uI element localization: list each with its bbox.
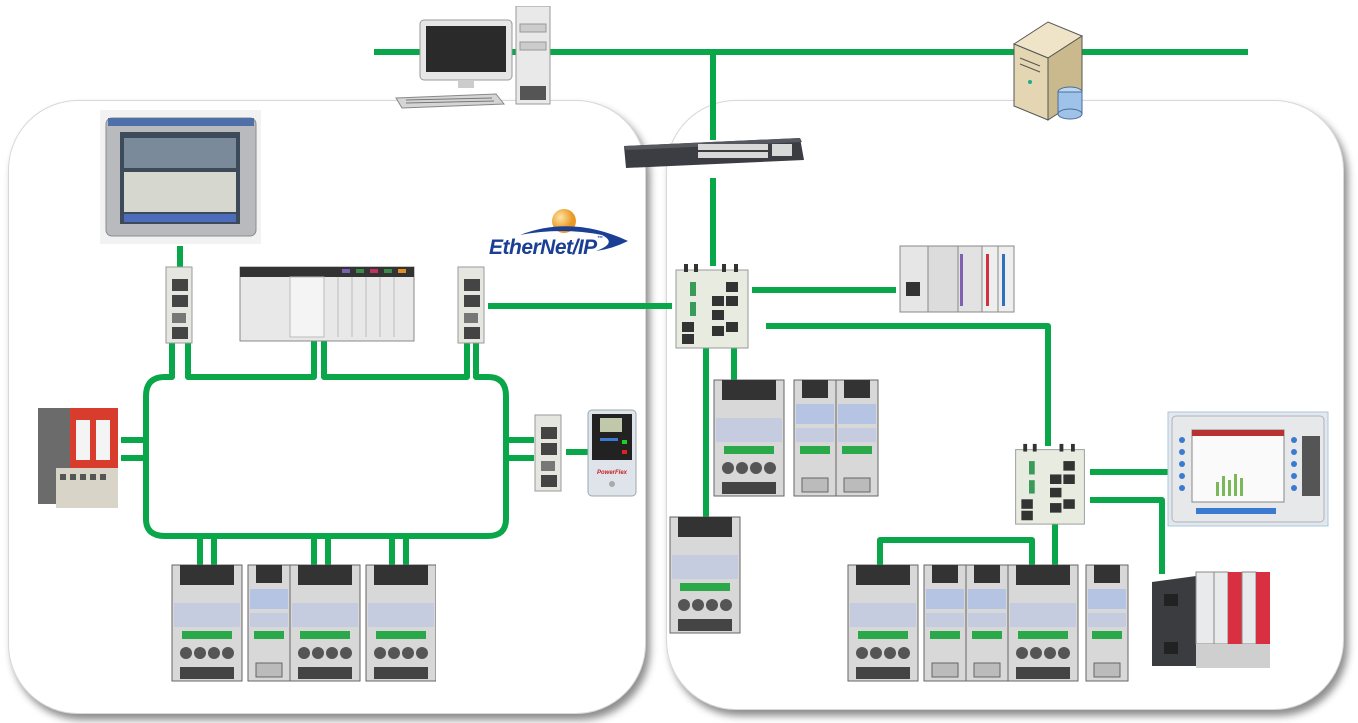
power-monitor-group-bottom-end (1085, 564, 1129, 682)
logo-text: EtherNet/IP (489, 236, 597, 259)
ethernetip-logo: EtherNet/IP™ (489, 236, 603, 260)
power-monitor-icon[interactable] (1085, 564, 1129, 682)
power-monitor-icon[interactable] (835, 379, 879, 497)
link-pm-bottom-loop (877, 537, 1035, 566)
ethernet-tap-icon[interactable] (456, 265, 486, 345)
power-monitor-icon[interactable] (669, 516, 741, 634)
logo-trademark: ™ (596, 236, 603, 242)
power-monitor-group-mid (713, 379, 879, 497)
plc-chassis-icon[interactable] (238, 265, 416, 343)
power-monitor-group-left (171, 564, 436, 682)
power-monitor-icon[interactable] (289, 564, 361, 682)
ethernet-tap-icon[interactable] (533, 413, 563, 493)
power-monitor-icon[interactable] (793, 379, 837, 497)
link-ring-inner (185, 340, 470, 380)
drive-brand-label: PowerFlex (597, 470, 628, 476)
power-monitor-icon[interactable] (171, 564, 243, 682)
desktop-computer-icon[interactable] (392, 6, 560, 110)
power-monitor-icon[interactable] (365, 564, 436, 682)
link-ring-pm (197, 536, 409, 566)
power-monitor-icon[interactable] (247, 564, 291, 682)
ethernetip-logo-orb (520, 209, 628, 251)
database-server-icon[interactable] (1008, 14, 1094, 124)
rack-switch-icon[interactable] (620, 134, 808, 174)
ethernet-tap-icon[interactable] (164, 265, 194, 345)
managed-switch-icon[interactable] (1010, 442, 1090, 526)
hmi-panel-icon[interactable] (98, 108, 263, 246)
drive-icon[interactable]: PowerFlex (586, 408, 638, 498)
link-stratix2-to-pointio (1090, 497, 1165, 574)
managed-switch-icon[interactable] (672, 262, 752, 350)
power-monitor-icon[interactable] (847, 564, 919, 682)
power-monitor-icon[interactable] (965, 564, 1009, 682)
power-monitor-icon[interactable] (1007, 564, 1079, 682)
power-monitor-icon[interactable] (713, 379, 785, 497)
power-monitor-group-single (669, 516, 741, 634)
hmi-panel-icon[interactable] (1166, 410, 1330, 528)
link-ring-tap-right (506, 437, 534, 461)
io-module-icon[interactable] (1150, 566, 1274, 672)
plc-chassis-icon[interactable] (896, 242, 1018, 316)
io-module-icon[interactable] (36, 404, 120, 508)
power-monitor-group-bottom (847, 564, 1079, 682)
link-ring-io-adapter (121, 437, 146, 461)
link-stratix-to-stratix2 (766, 323, 1051, 446)
power-monitor-icon[interactable] (923, 564, 967, 682)
